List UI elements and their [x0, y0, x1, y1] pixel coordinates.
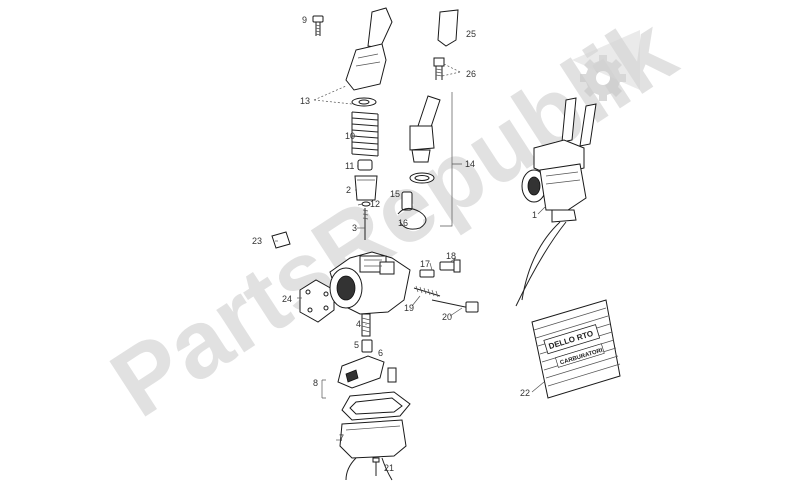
callout-10: 10	[345, 131, 355, 141]
callout-20: 20	[442, 312, 452, 322]
part-carburettor-body	[329, 251, 411, 315]
leader-lines	[275, 63, 547, 441]
callout-12: 12	[370, 199, 380, 209]
part-17-screw	[419, 269, 435, 278]
part-24-gasket	[299, 279, 335, 323]
part-21-screw	[372, 457, 380, 476]
part-15-plunger	[401, 191, 413, 211]
callout-6: 6	[378, 348, 383, 358]
callout-16: 16	[398, 218, 408, 228]
callout-4: 4	[356, 319, 361, 329]
part-9-screw	[312, 15, 324, 36]
callout-23: 23	[252, 236, 262, 246]
callout-labels: 9 13 10 11 2 12 3 25 26 14 15 16 23 24 4…	[252, 15, 537, 473]
callout-11: 11	[345, 161, 354, 171]
callout-3: 3	[352, 223, 357, 233]
callout-14: 14	[465, 159, 475, 169]
callout-13: 13	[300, 96, 310, 106]
callout-24: 24	[282, 294, 292, 304]
part-19-spring	[413, 285, 441, 298]
part-7-float-bowl-gasket	[341, 391, 411, 421]
part-11-retainer	[357, 159, 373, 171]
part-26-adjuster	[433, 57, 445, 80]
part-8-float	[337, 355, 385, 389]
part-18-screw	[439, 259, 461, 273]
part-23-screw	[271, 231, 291, 249]
part-12-clip	[361, 201, 371, 207]
part-22-gasket-kit: DELLO RTO CARBURATORI	[531, 299, 621, 399]
callout-1: 1	[532, 210, 537, 220]
part-20-idle-screw	[431, 299, 479, 313]
callout-22: 22	[520, 388, 530, 398]
callout-21: 21	[384, 463, 394, 473]
callout-5: 5	[354, 340, 359, 350]
part-10-spring	[351, 111, 379, 157]
part-16-clip	[397, 208, 427, 230]
part-1-carburettor-assembly	[515, 97, 597, 307]
part-2-throttle-slide	[354, 175, 378, 201]
callout-17: 17	[420, 259, 430, 269]
callout-2: 2	[346, 185, 351, 195]
callout-9: 9	[302, 15, 307, 25]
callout-19: 19	[404, 303, 414, 313]
part-14-choke-cable	[409, 95, 441, 184]
part-7-float-bowl	[339, 419, 407, 481]
callout-15: 15	[390, 189, 400, 199]
callout-7: 7	[339, 433, 344, 443]
part-6-screw	[387, 367, 397, 383]
callout-8: 8	[313, 378, 318, 388]
part-5-main-jet	[361, 339, 373, 353]
callout-26: 26	[466, 69, 476, 79]
part-cable-cover	[345, 7, 393, 107]
part-25-cable-end	[437, 9, 459, 47]
callout-25: 25	[466, 29, 476, 39]
callout-18: 18	[446, 251, 456, 261]
part-3-needle	[362, 208, 369, 240]
